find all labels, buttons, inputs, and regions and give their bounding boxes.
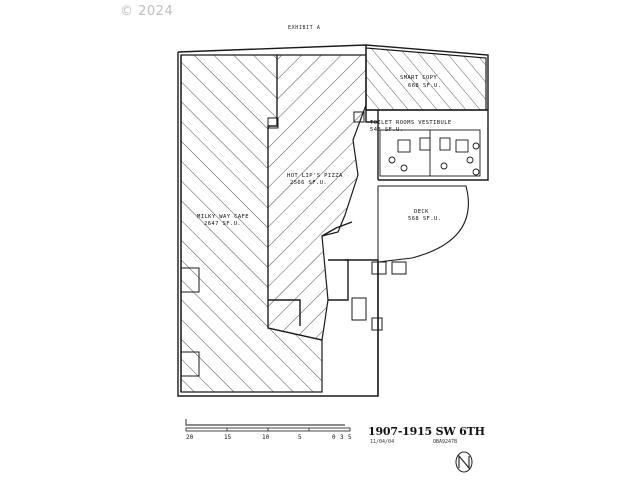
scale-tick: 20 — [186, 434, 194, 441]
smart-copy-area-text: 668 SF.U. — [408, 83, 441, 89]
north-arrow-icon — [455, 451, 473, 473]
hot-lips-area-text: 2566 SF.U. — [290, 180, 327, 186]
smart-copy-name: SMART COPY — [400, 75, 437, 81]
deck-area-text: 568 SF.U. — [408, 216, 441, 222]
title-date: 11/04/04 — [370, 439, 395, 445]
scale-tick: 3 — [340, 434, 344, 441]
scale-tick: 5 — [298, 434, 302, 441]
toilet-rooms-area-text: 548 SF.U. — [370, 127, 403, 133]
scale-tick: 5 — [348, 434, 352, 441]
milky-way-area-text: 2647 SF.U. — [204, 221, 241, 227]
scale-tick: 10 — [262, 434, 270, 441]
title-address: 1907-1915 SW 6TH — [368, 425, 485, 438]
toilet-rooms-name: TOILET ROOMS VESTIBULE — [370, 120, 452, 126]
toilet-rooms-fixtures — [379, 129, 481, 177]
deck-name: DECK — [414, 209, 429, 215]
scale-tick: 15 — [224, 434, 232, 441]
milky-way-name: MILKY WAY CAFE — [197, 214, 249, 220]
exhibit-label: EXHIBIT A — [288, 25, 321, 31]
hot-lips-pizza-area — [267, 54, 367, 341]
building-walls — [177, 44, 489, 397]
copyright-watermark: © 2024 — [120, 4, 174, 19]
scale-bar: 20 15 10 5 0 3 5 — [185, 419, 352, 441]
hot-lips-name: HOT LIP'S PIZZA — [287, 173, 343, 179]
title-code: OBA9247B — [433, 439, 458, 445]
deck-outline — [377, 185, 469, 263]
scale-tick: 0 — [332, 434, 336, 441]
